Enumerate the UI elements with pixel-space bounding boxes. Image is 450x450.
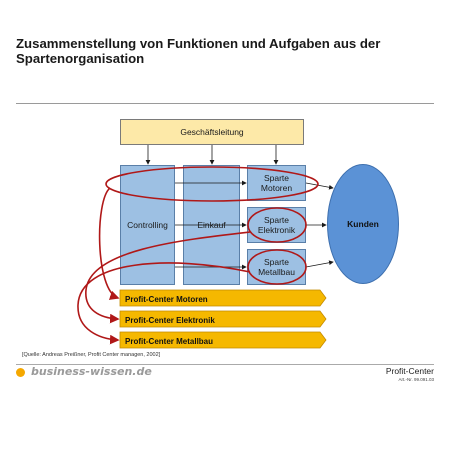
source-citation: [Quelle: Andreas Preißner, Profit Center… [22, 352, 161, 358]
sparte-metallbau-line-2: Metallbau [258, 267, 295, 277]
profit-center-metallbau-label: Profit-Center Metallbau [125, 337, 214, 346]
logo-text: business-wissen.de [31, 365, 152, 378]
connector-motoren [98, 187, 120, 300]
slide: Zusammenstellung von Funktionen und Aufg… [16, 36, 436, 382]
controlling-box: Controlling [120, 165, 175, 285]
title-divider [16, 103, 434, 104]
page-title: Zusammenstellung von Funktionen und Aufg… [16, 36, 436, 66]
geschaeftsleitung-box: Geschäftsleitung [120, 119, 304, 145]
einkauf-box: Einkauf [183, 165, 240, 285]
profit-center-elektronik-label: Profit-Center Elektronik [125, 316, 215, 325]
profit-center-motoren-label: Profit-Center Motoren [125, 295, 208, 304]
kunden-ellipse: Kunden [327, 164, 399, 284]
footer-profit-center-label: Profit-Center [385, 366, 434, 376]
arrow-metallbau-kunden [305, 260, 334, 268]
kunden-label: Kunden [347, 219, 379, 229]
footer-article-number: Art.-Nr. 99.091.03 [398, 377, 434, 382]
arrow-motoren-kunden [305, 182, 334, 190]
sparte-motoren-line-2: Motoren [260, 183, 293, 193]
einkauf-label: Einkauf [197, 220, 226, 230]
title-line-2: Spartenorganisation [16, 51, 145, 66]
sparte-motoren-line-1: Sparte [263, 173, 290, 183]
sparte-elektronik-line-2: Elektronik [257, 225, 296, 235]
sparte-metallbau-line-1: Sparte [263, 257, 290, 267]
title-line-1: Zusammenstellung von Funktionen und Aufg… [16, 36, 381, 51]
controlling-label: Controlling [127, 220, 168, 230]
footer-divider [16, 364, 434, 365]
logo-dot-icon [16, 368, 25, 377]
sparte-elektronik-line-1: Sparte [263, 215, 290, 225]
geschaeftsleitung-label: Geschäftsleitung [180, 127, 244, 137]
